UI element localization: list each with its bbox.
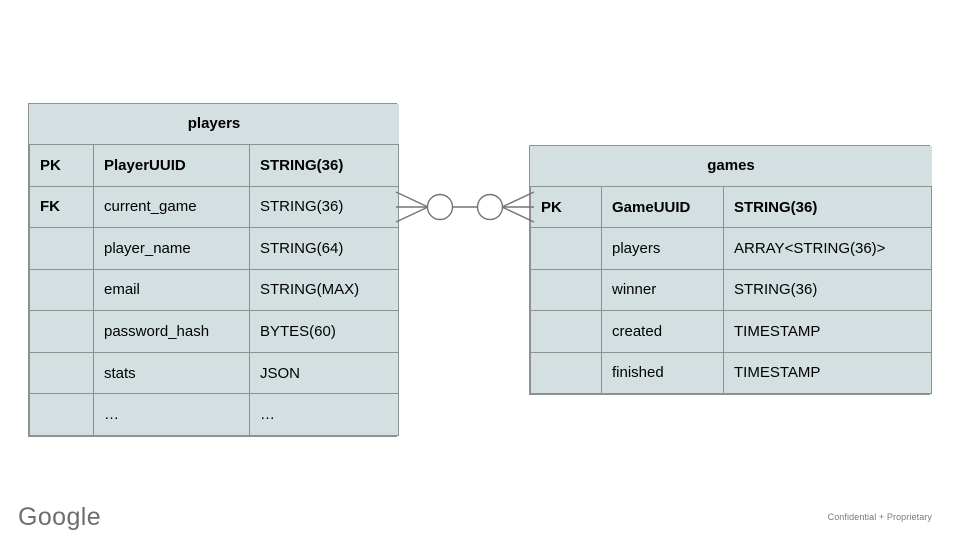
table-row: winner STRING(36) (530, 268, 933, 312)
row-field-type: BYTES(60) (248, 310, 400, 353)
row-field-name: current_game (93, 185, 250, 229)
row-field-name: email (93, 268, 250, 312)
row-field-type: ARRAY<STRING(36)> (722, 227, 933, 270)
table-row: PK GameUUID STRING(36) (530, 185, 933, 229)
row-key-badge (29, 310, 94, 353)
row-field-name: PlayerUUID (93, 143, 250, 187)
table-row-ellipsis: … … (29, 393, 400, 436)
row-key-badge (530, 351, 602, 395)
row-key-badge (530, 310, 602, 353)
row-field-type: TIMESTAMP (722, 351, 933, 395)
row-field-type: STRING(36) (248, 143, 400, 187)
table-row: finished TIMESTAMP (530, 351, 933, 395)
row-field-type: JSON (248, 351, 400, 395)
table-row: stats JSON (29, 351, 400, 395)
row-field-type: TIMESTAMP (722, 310, 933, 353)
row-key-badge (29, 351, 94, 395)
entity-table-games: games PK GameUUID STRING(36) players ARR… (529, 145, 933, 395)
crowfoot-left-icon (395, 191, 429, 223)
confidential-notice: Confidential + Proprietary (827, 512, 932, 522)
row-field-name: winner (601, 268, 724, 312)
entity-table-players: players PK PlayerUUID STRING(36) FK curr… (28, 103, 400, 437)
entity-header-row: players (29, 104, 399, 145)
entity-title-games: games (530, 146, 932, 187)
entity-header-row: games (530, 146, 932, 187)
row-key-badge (29, 268, 94, 312)
row-key-badge: PK (530, 185, 602, 229)
row-field-name: GameUUID (601, 185, 724, 229)
row-field-type: STRING(36) (722, 185, 933, 229)
entity-title-players: players (29, 104, 399, 145)
row-field-name: finished (601, 351, 724, 395)
table-row: players ARRAY<STRING(36)> (530, 227, 933, 270)
row-field-name: password_hash (93, 310, 250, 353)
row-field-type: STRING(64) (248, 227, 400, 270)
row-key-badge (29, 393, 94, 436)
table-row: created TIMESTAMP (530, 310, 933, 353)
row-key-badge (29, 227, 94, 270)
crowfoot-right-icon (501, 191, 535, 223)
row-key-badge: FK (29, 185, 94, 229)
row-field-name: players (601, 227, 724, 270)
cardinality-circle-left-icon (426, 193, 454, 221)
row-field-name: … (93, 393, 250, 436)
row-field-type: STRING(36) (722, 268, 933, 312)
table-row: FK current_game STRING(36) (29, 185, 400, 229)
row-field-name: stats (93, 351, 250, 395)
relationship-connector-many-to-many (390, 178, 540, 238)
row-key-badge (530, 227, 602, 270)
row-field-name: created (601, 310, 724, 353)
row-field-type: STRING(36) (248, 185, 400, 229)
cardinality-circle-right-icon (476, 193, 504, 221)
table-row: PK PlayerUUID STRING(36) (29, 143, 400, 187)
row-field-type: STRING(MAX) (248, 268, 400, 312)
row-key-badge: PK (29, 143, 94, 187)
google-logo: Google (18, 503, 102, 531)
row-field-name: player_name (93, 227, 250, 270)
row-field-type: … (248, 393, 400, 436)
table-row: password_hash BYTES(60) (29, 310, 400, 353)
table-row: email STRING(MAX) (29, 268, 400, 312)
row-key-badge (530, 268, 602, 312)
table-row: player_name STRING(64) (29, 227, 400, 270)
